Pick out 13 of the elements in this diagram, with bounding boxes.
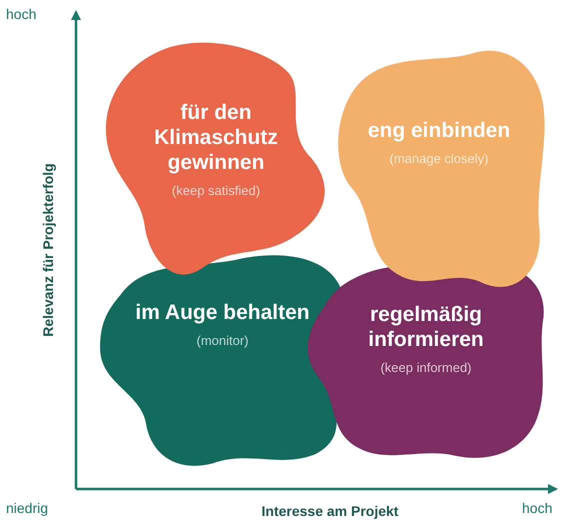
quadrant-heading: regelmäßig informieren <box>367 302 485 352</box>
quadrant-heading: im Auge behalten <box>135 300 310 325</box>
axis-title: Interesse am Projekt <box>262 503 398 519</box>
quadrant-heading: für den Klimaschutz gewinnen <box>153 100 279 175</box>
quadrant-subtitle: (keep informed) <box>380 360 472 375</box>
quadrant-subtitle: (monitor) <box>196 333 248 348</box>
axis-title: Relevanz für Projekterfolg <box>40 163 56 337</box>
quadrant-subtitle: (manage closely) <box>390 151 488 166</box>
axis-end-label: hoch <box>6 6 36 22</box>
axis-end-label: niedrig <box>6 500 48 516</box>
quadrant-heading: eng einbinden <box>368 118 510 143</box>
axis-end-label: hoch <box>522 500 552 516</box>
quadrant-subtitle: (keep satisfied) <box>172 183 260 198</box>
